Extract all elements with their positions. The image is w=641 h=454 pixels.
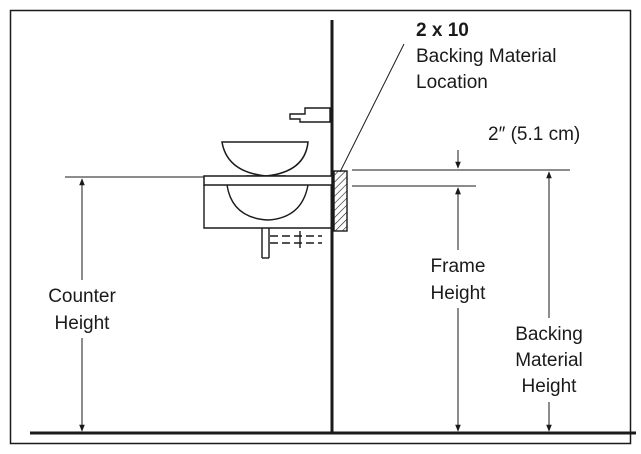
callout-leader-line xyxy=(339,43,405,173)
vanity-cabinet xyxy=(203,184,332,229)
vessel-sink-bowl xyxy=(221,141,309,177)
drain-pipe xyxy=(261,228,322,259)
diagram-border xyxy=(9,9,632,445)
backing-material-block xyxy=(333,170,348,232)
countertop xyxy=(203,175,333,186)
frame-height-label-bg xyxy=(418,250,500,308)
frame-height-label-2: Height xyxy=(431,283,487,304)
counter-height-label-bg xyxy=(38,280,128,338)
offset-label: 2″ (5.1 cm) xyxy=(488,124,580,145)
backing-height-label-bg xyxy=(502,318,596,402)
counter-height-label-2: Height xyxy=(55,313,111,334)
faucet xyxy=(289,107,331,123)
callout-line-2: Location xyxy=(416,72,488,93)
counter-height-label-1: Counter xyxy=(48,286,116,307)
callout-title: 2 x 10 xyxy=(416,20,469,41)
frame-height-label-1: Frame xyxy=(431,256,486,277)
backing-height-label-1: Backing xyxy=(515,324,583,345)
backing-material-callout: 2 x 10 Backing Material Location xyxy=(416,20,556,93)
backing-height-label-3: Height xyxy=(522,376,578,397)
callout-line-1: Backing Material xyxy=(416,46,556,67)
backing-height-label-2: Material xyxy=(515,350,583,371)
